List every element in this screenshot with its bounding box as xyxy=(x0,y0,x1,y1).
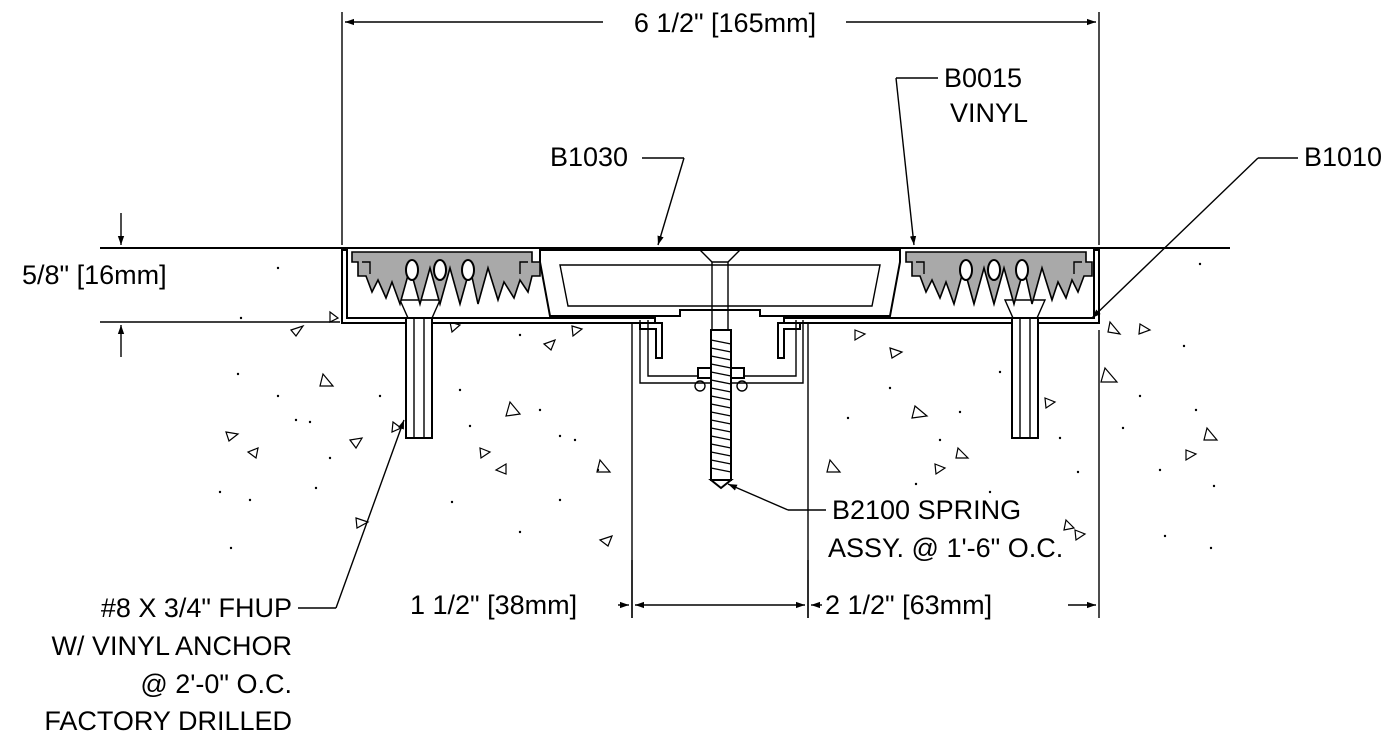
right-vinyl-seal xyxy=(905,251,1093,307)
gap-dimensions xyxy=(618,330,1100,618)
frame-callout: B1010 xyxy=(1304,142,1382,172)
concrete-speckle xyxy=(218,262,1216,550)
anchor-callout-line3: @ 2'-0" O.C. xyxy=(140,669,292,699)
gap-dimension-label: 1 1/2" [38mm] xyxy=(410,590,577,620)
overall-width-dimension xyxy=(341,12,1100,245)
depth-dimension xyxy=(100,213,340,357)
seal-callout-line2: VINYL xyxy=(950,98,1028,128)
right-anchor-screw xyxy=(1011,317,1039,439)
cover-leader xyxy=(642,157,685,246)
left-vinyl-seal xyxy=(351,251,541,307)
overall-width-label: 6 1/2" [165mm] xyxy=(634,8,816,38)
anchor-callout-line2: W/ VINYL ANCHOR xyxy=(51,631,292,661)
seal-leader xyxy=(895,77,938,246)
anchor-callout-line1: #8 X 3/4" FHUP xyxy=(101,593,292,623)
depth-dimension-label: 5/8" [16mm] xyxy=(22,260,167,290)
cover-callout: B1030 xyxy=(550,142,628,172)
edge-dimension-label: 2 1/2" [63mm] xyxy=(825,590,992,620)
spring-assembly xyxy=(639,262,804,490)
left-anchor-screw xyxy=(405,317,433,439)
spring-callout-line2: ASSY. @ 1'-6" O.C. xyxy=(828,533,1063,563)
frame-leader xyxy=(1091,157,1298,319)
anchor-leader xyxy=(298,419,405,609)
cover-plate xyxy=(539,249,901,317)
spring-leader xyxy=(727,483,826,511)
seal-callout-line1: B0015 xyxy=(944,63,1022,93)
spring-callout-line1: B2100 SPRING xyxy=(832,495,1021,525)
anchor-callout-line4: FACTORY DRILLED xyxy=(44,706,292,736)
